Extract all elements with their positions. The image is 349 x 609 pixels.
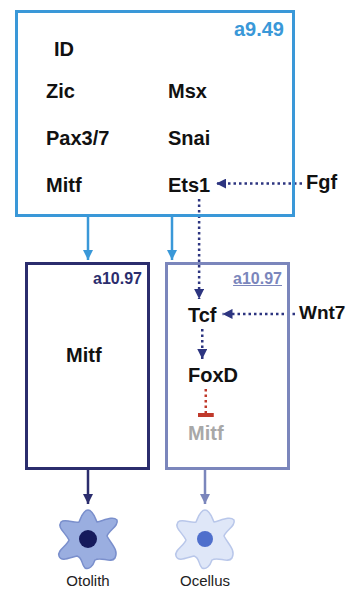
- gene-node: Pax3/7: [42, 124, 113, 152]
- gene-node: Zic: [42, 77, 79, 105]
- gene-node: Mitf: [42, 171, 86, 199]
- gene-node: Ets1: [164, 171, 214, 199]
- gene-label: Zic: [46, 79, 75, 103]
- cell-body: [59, 510, 118, 569]
- gene-label: Mitf: [66, 343, 102, 367]
- cell-body: [176, 510, 235, 569]
- gene-node: FoxD: [184, 361, 242, 389]
- connector-arrow: [198, 199, 201, 299]
- gene-node: Mitf: [184, 419, 228, 447]
- lineage-label: a9.49: [18, 17, 284, 41]
- gene-label: ID: [54, 37, 74, 61]
- connector-arrow: [87, 470, 90, 504]
- gene-label: Ets1: [168, 173, 210, 197]
- gene-label: Pax3/7: [46, 126, 109, 150]
- signal-label: Wnt7: [299, 302, 345, 325]
- lineage-label: a10.97: [28, 269, 142, 288]
- connector-arrow: [171, 217, 174, 260]
- gene-label: Snai: [168, 126, 210, 150]
- cell-illustration: [53, 506, 123, 572]
- gene-label: Msx: [168, 79, 207, 103]
- cell-illustration: [170, 506, 240, 572]
- gene-label: Mitf: [46, 173, 82, 197]
- gene-label: Tcf: [188, 303, 217, 327]
- signal-label: Fgf: [302, 168, 341, 196]
- cell-nucleus: [79, 530, 97, 548]
- gene-node: Snai: [164, 124, 214, 152]
- connector-arrow: [205, 389, 208, 415]
- lineage-box: a10.97TcfFoxD Mitf: [165, 262, 290, 470]
- gene-label: FoxD: [188, 363, 238, 387]
- signal-label: Wnt7: [295, 300, 349, 327]
- gene-label: Mitf: [188, 421, 224, 445]
- lineage-label: a10.97: [168, 269, 282, 288]
- lineage-box: a9.49ID ZicPax3/7Mitf MsxSnaiEts1: [15, 10, 295, 217]
- connector-arrow: [201, 329, 204, 359]
- connector-arrow: [204, 470, 207, 504]
- gene-node: ID: [50, 35, 78, 63]
- cell-nucleus: [197, 531, 213, 547]
- gene-node: Tcf: [184, 301, 221, 329]
- gene-node: Msx: [164, 77, 211, 105]
- connector-arrow: [216, 182, 302, 185]
- cell-type: Ocellus: [145, 506, 265, 590]
- cell-label: Ocellus: [145, 572, 265, 590]
- cell-type: Otolith: [28, 506, 148, 590]
- lineage-box: a10.97Mitf: [25, 262, 150, 470]
- gene-node: Mitf: [62, 341, 106, 369]
- connector-arrow: [87, 217, 90, 260]
- signal-label: Fgf: [306, 170, 337, 194]
- cell-label: Otolith: [28, 572, 148, 590]
- connector-arrow: [223, 313, 295, 316]
